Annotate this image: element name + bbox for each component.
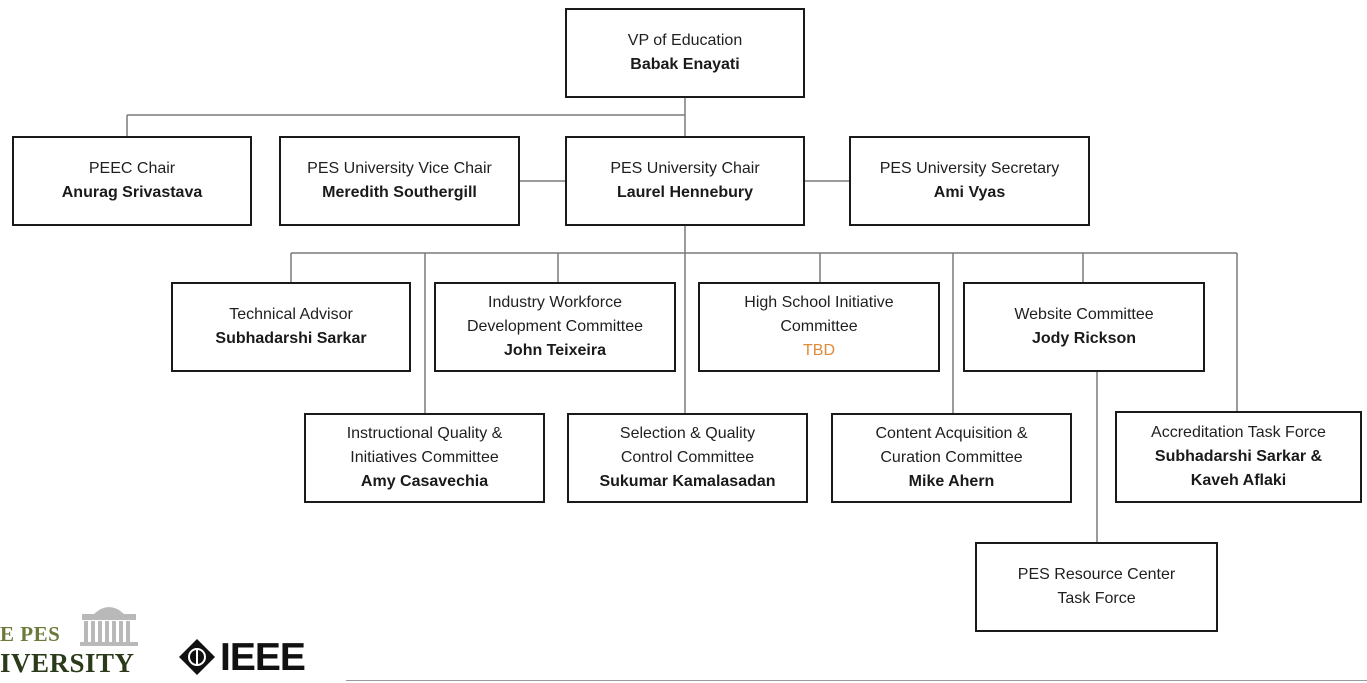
secretary-title: PES University Secretary: [879, 160, 1060, 177]
website-committee-box: Website Committee Jody Rickson: [963, 282, 1205, 372]
ieee-logo: IEEE: [178, 636, 328, 680]
high-school-committee-box: High School Initiative Committee TBD: [698, 282, 940, 372]
instructional-title-line2: Initiatives Committee: [350, 449, 499, 466]
website-name: Jody Rickson: [1031, 330, 1137, 347]
vice-chair-title: PES University Vice Chair: [307, 160, 492, 177]
selection-title-line1: Selection & Quality: [619, 425, 756, 442]
selection-title-line2: Control Committee: [620, 449, 755, 466]
resource-title-line1: PES Resource Center: [1017, 566, 1176, 583]
technical-advisor-title: Technical Advisor: [229, 306, 353, 323]
instructional-title-line1: Instructional Quality &: [346, 425, 503, 442]
ieee-diamond-icon: [179, 639, 215, 675]
footer-divider: [346, 680, 1367, 681]
instructional-committee-box: Instructional Quality & Initiatives Comm…: [304, 413, 545, 503]
vp-title: VP of Education: [627, 32, 743, 49]
accreditation-name-line1: Subhadarshi Sarkar &: [1154, 448, 1323, 465]
content-title-line1: Content Acquisition &: [875, 425, 1028, 442]
industry-title-line1: Industry Workforce: [488, 294, 622, 311]
vp-name: Babak Enayati: [630, 56, 740, 73]
chair-name: Laurel Hennebury: [616, 184, 754, 201]
building-icon: [80, 607, 138, 646]
secretary-box: PES University Secretary Ami Vyas: [849, 136, 1090, 226]
peec-chair-box: PEEC Chair Anurag Srivastava: [12, 136, 252, 226]
high-school-title-line1: High School Initiative: [744, 294, 894, 311]
industry-name: John Teixeira: [504, 342, 606, 359]
accreditation-name-line2: Kaveh Aflaki: [1190, 472, 1287, 489]
accreditation-title: Accreditation Task Force: [1151, 424, 1326, 441]
chair-box: PES University Chair Laurel Hennebury: [565, 136, 805, 226]
selection-name: Sukumar Kamalasadan: [599, 473, 776, 490]
technical-advisor-name: Subhadarshi Sarkar: [215, 330, 367, 347]
high-school-title-line2: Committee: [780, 318, 858, 335]
peec-name: Anurag Srivastava: [61, 184, 203, 201]
industry-committee-box: Industry Workforce Development Committee…: [434, 282, 676, 372]
resource-title-line2: Task Force: [1057, 590, 1136, 607]
technical-advisor-box: Technical Advisor Subhadarshi Sarkar: [171, 282, 411, 372]
content-title-line2: Curation Committee: [880, 449, 1023, 466]
content-committee-box: Content Acquisition & Curation Committee…: [831, 413, 1072, 503]
industry-title-line2: Development Committee: [466, 318, 644, 335]
website-title: Website Committee: [1014, 306, 1154, 323]
instructional-name: Amy Casavechia: [360, 473, 489, 490]
peec-title: PEEC Chair: [88, 160, 176, 177]
resource-center-box: PES Resource Center Task Force: [975, 542, 1218, 632]
content-name: Mike Ahern: [908, 473, 995, 490]
vp-education-box: VP of Education Babak Enayati: [565, 8, 805, 98]
high-school-name: TBD: [803, 342, 835, 359]
chair-title: PES University Chair: [610, 160, 760, 177]
pes-logo-line1: E PES: [0, 622, 61, 646]
secretary-name: Ami Vyas: [933, 184, 1006, 201]
accreditation-task-force-box: Accreditation Task Force Subhadarshi Sar…: [1115, 411, 1362, 503]
pes-university-logo: E PES IVERSITY: [0, 598, 145, 683]
vice-chair-name: Meredith Southergill: [322, 184, 477, 201]
pes-logo-line2: IVERSITY: [0, 648, 135, 678]
selection-committee-box: Selection & Quality Control Committee Su…: [567, 413, 808, 503]
ieee-wordmark: IEEE: [220, 636, 306, 679]
vice-chair-box: PES University Vice Chair Meredith South…: [279, 136, 520, 226]
